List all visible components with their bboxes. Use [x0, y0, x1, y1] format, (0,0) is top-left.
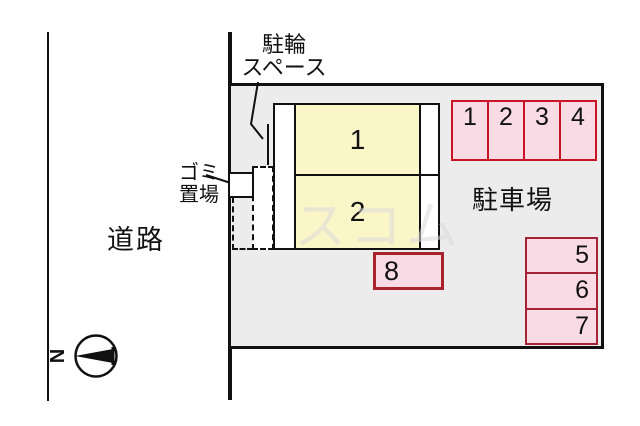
room-1-number: 1: [349, 123, 366, 155]
road-label: 道路: [107, 225, 165, 255]
parking-space-4-number: 4: [571, 103, 585, 131]
bicycle-space-divider-line: [267, 124, 269, 165]
parking-space-2-number: 2: [499, 103, 513, 131]
parking-space-8-number: 8: [384, 255, 400, 286]
dashed-area-entrance: [252, 166, 274, 250]
room-1: 1: [294, 103, 421, 176]
room-2: 2: [294, 174, 421, 250]
parking-space-1: 1: [453, 102, 487, 159]
road-edge-line: [47, 32, 49, 401]
parking-space-3-number: 3: [535, 103, 549, 131]
parking-space-3: 3: [525, 102, 559, 159]
parking-space-8: 8: [373, 252, 444, 290]
bicycle-space-label-line2: スペース: [241, 55, 327, 80]
parking-space-6-number: 6: [575, 276, 589, 305]
bicycle-space-label: 駐輪 スペース: [234, 33, 334, 79]
dashed-area-lower: [232, 197, 253, 250]
compass: N: [46, 332, 124, 380]
parking-row-top: 1 2 3 4: [451, 100, 597, 161]
compass-north-letter: N: [46, 348, 69, 364]
parking-lot-label: 駐車場: [472, 185, 554, 215]
garbage-area-box: [228, 172, 254, 198]
parking-column-right: 5 6 7: [525, 237, 598, 345]
parking-space-2: 2: [489, 102, 523, 159]
room-divider-extension-line: [419, 174, 440, 176]
parking-space-4: 4: [561, 102, 595, 159]
garbage-area-label: ゴミ 置場: [172, 162, 226, 206]
parking-space-7: 7: [527, 309, 596, 343]
parking-space-5-number: 5: [575, 241, 589, 270]
room-2-number: 2: [349, 196, 366, 227]
parking-space-5: 5: [527, 239, 596, 273]
north-arrow-icon: [74, 334, 118, 378]
bicycle-space-label-line1: 駐輪: [261, 32, 306, 57]
parking-space-7-number: 7: [575, 311, 589, 340]
garbage-area-label-line1: ゴミ: [179, 162, 219, 184]
garbage-area-label-line2: 置場: [179, 184, 219, 206]
parking-space-1-number: 1: [463, 103, 477, 131]
parking-space-6: 6: [527, 274, 596, 308]
